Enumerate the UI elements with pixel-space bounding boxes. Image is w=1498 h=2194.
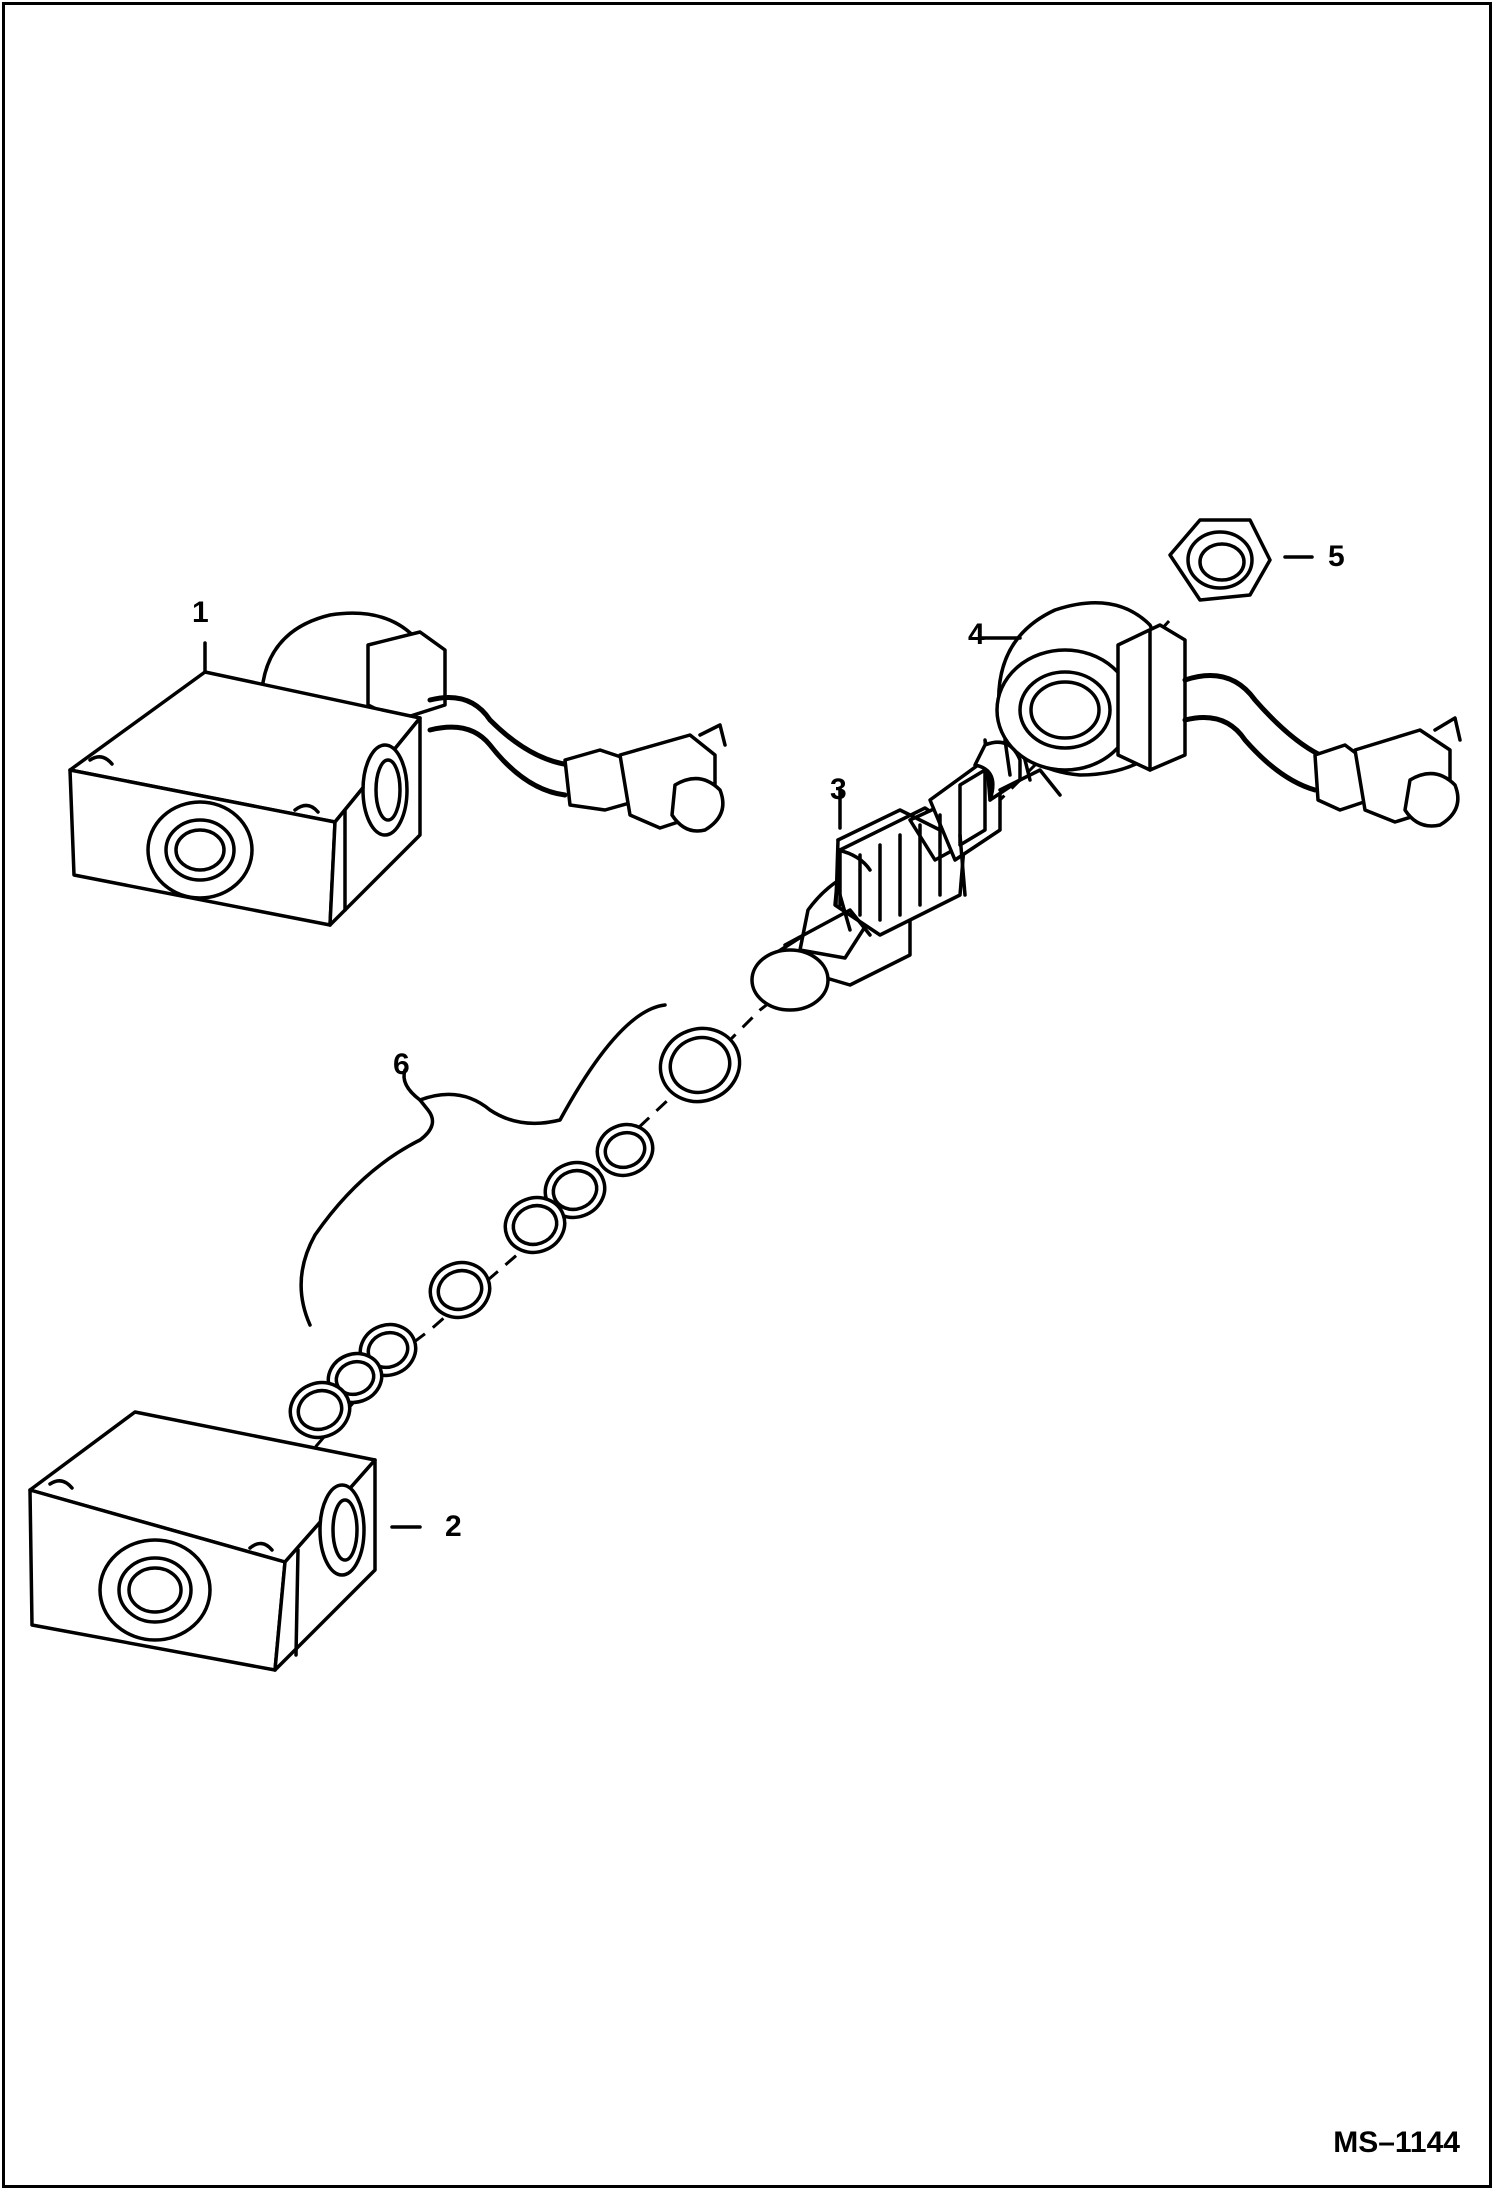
hex-nut: [1168, 518, 1314, 602]
callout-1: 1: [192, 596, 209, 629]
callout-6: 6: [393, 1048, 410, 1081]
figure-code: MS–1144: [1333, 2126, 1460, 2159]
cartridge-valve: [750, 738, 1062, 1012]
callout-4: 4: [968, 618, 985, 651]
callout-5: 5: [1328, 540, 1345, 573]
solenoid-coil: [978, 600, 1462, 828]
valve-body: [28, 1410, 422, 1672]
callout-2: 2: [445, 1510, 462, 1543]
o-ring-kit: [288, 1003, 742, 1440]
callout-3: 3: [830, 773, 847, 806]
valve-body-with-coil: [68, 611, 727, 927]
